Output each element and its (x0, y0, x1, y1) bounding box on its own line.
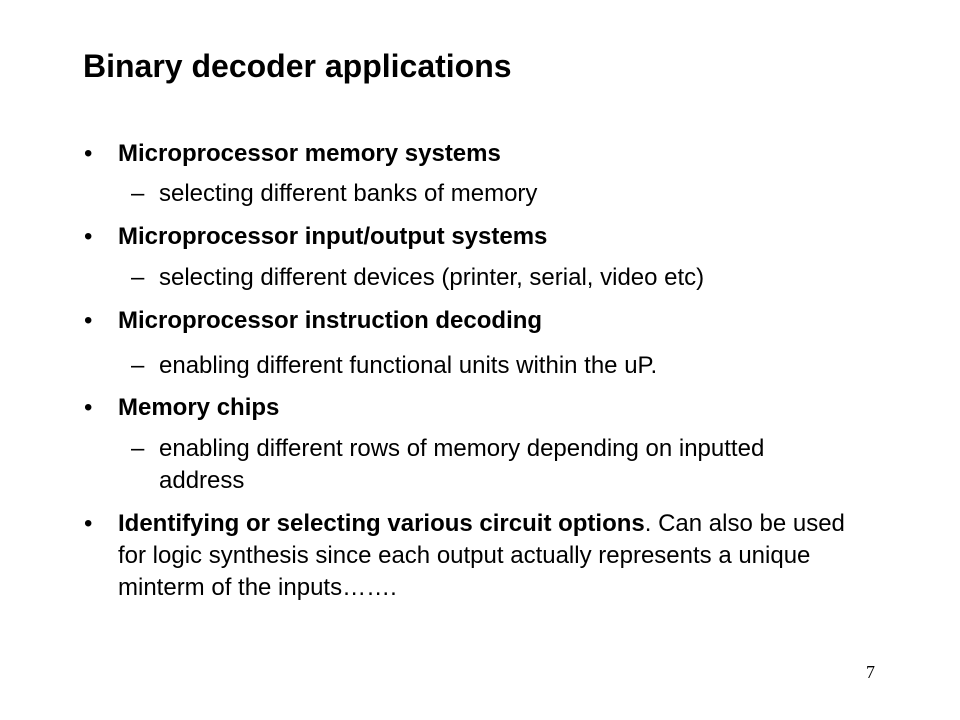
bullet-marker: • (84, 140, 93, 167)
sub-marker: – (131, 352, 145, 379)
bullet-bold-text: Identifying or selecting various circuit… (118, 510, 645, 537)
sub-text: selecting different devices (printer, se… (159, 264, 705, 291)
sub-text: enabling different functional units with… (159, 352, 658, 379)
slide-title: Binary decoder applications (83, 48, 512, 84)
sub-text: enabling different rows of memory depend… (159, 435, 765, 494)
bullet-rest-text: . Can also be used for logic synthesis s… (118, 510, 845, 601)
sub-text: selecting different banks of memory (159, 180, 538, 207)
sub-marker: – (131, 180, 145, 207)
bullet-text: Microprocessor instruction decoding (118, 307, 543, 334)
bullet-marker: • (84, 223, 93, 250)
bullet-marker: • (84, 510, 93, 537)
bullet-text: Microprocessor memory systems (118, 140, 501, 167)
bullet-marker: • (84, 394, 93, 421)
sub-marker: – (131, 264, 145, 291)
bullet-text: Identifying or selecting various circuit… (118, 508, 878, 604)
bullet-text: Memory chips (118, 394, 280, 421)
bullet-marker: • (84, 307, 93, 334)
sub-marker: – (131, 435, 145, 462)
page-number: 7 (866, 662, 875, 682)
bullet-text: Microprocessor input/output systems (118, 223, 548, 250)
